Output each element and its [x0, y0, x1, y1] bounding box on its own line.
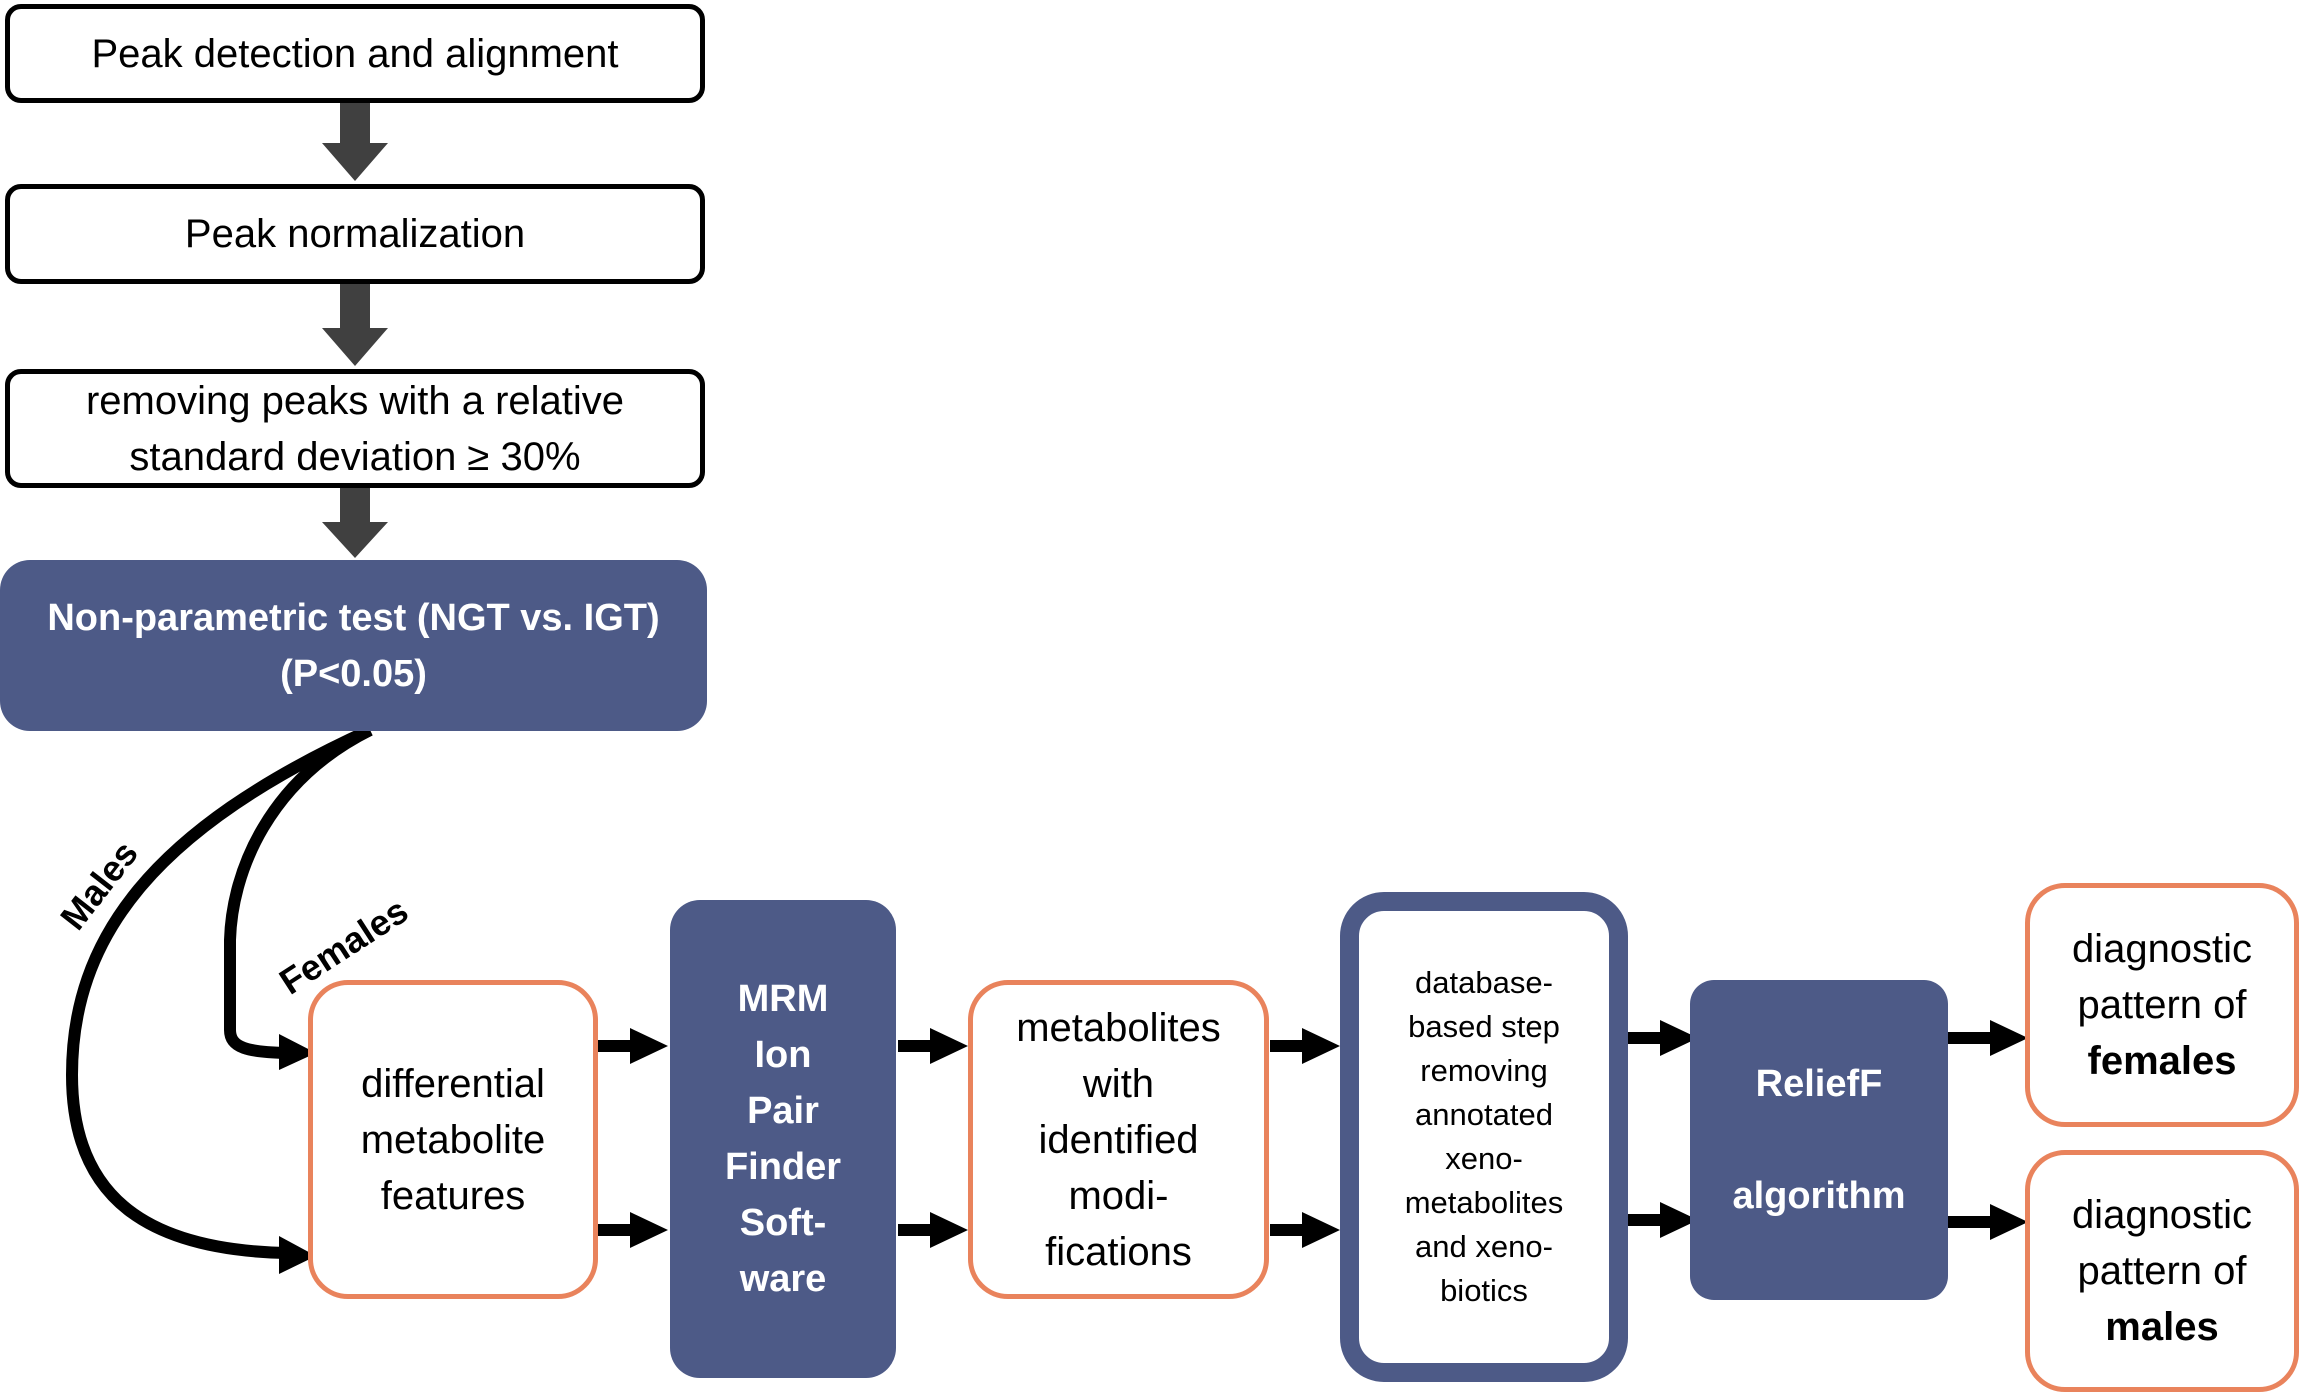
mrm-finder-box: MRM Ion Pair Finder Soft- ware — [670, 900, 896, 1378]
males-curve — [65, 724, 373, 1259]
peak-normalization-label: Peak normalization — [184, 212, 526, 256]
males-pattern-line-1: diagnostic — [2071, 1193, 2253, 1237]
identified-modifications-line-1: metabolites — [1016, 1005, 1221, 1050]
database-step-line-1: database- — [1415, 965, 1553, 1000]
mrm-finder-line-5: Soft- — [739, 1202, 827, 1244]
database-step-line-4: annotated — [1415, 1097, 1553, 1132]
down-arrow-3 — [322, 488, 388, 558]
females-pattern-line-2: pattern of — [2077, 983, 2247, 1027]
mrm-finder-line-6: ware — [739, 1258, 827, 1300]
right-arrow-3b — [1270, 1212, 1340, 1248]
identified-modifications-box: metabolites with identified modi- ficati… — [968, 980, 1269, 1299]
differential-features-box: differential metabolite features — [308, 980, 598, 1299]
right-arrow-2b — [898, 1212, 968, 1248]
differential-features-line-3: features — [380, 1173, 526, 1218]
right-arrow-1b — [598, 1212, 668, 1248]
database-step-line-2: based step — [1408, 1009, 1560, 1044]
peak-normalization-box: Peak normalization — [5, 184, 705, 284]
mrm-finder-line-3: Pair — [747, 1090, 819, 1132]
males-pattern-group: males — [2105, 1305, 2219, 1349]
right-arrow-4b — [1628, 1202, 1698, 1238]
nonparametric-test-line-1: Non-parametric test (NGT vs. IGT) — [47, 596, 660, 639]
rsd-filter-line-2: standard deviation ≥ 30% — [129, 434, 581, 479]
down-arrow-1 — [322, 103, 388, 181]
rsd-filter-line-1: removing peaks with a relative — [85, 378, 625, 423]
right-arrow-3a — [1270, 1028, 1340, 1064]
identified-modifications-line-4: modi- — [1068, 1173, 1169, 1218]
mrm-finder-line-1: MRM — [737, 978, 829, 1020]
males-pattern-line-2: pattern of — [2077, 1249, 2247, 1293]
females-pattern-line-1: diagnostic — [2071, 927, 2253, 971]
database-step-line-7: and xeno- — [1415, 1229, 1553, 1264]
database-step-line-5: xeno- — [1445, 1141, 1523, 1176]
identified-modifications-line-5: fications — [1045, 1229, 1192, 1274]
relieff-box: ReliefF algorithm — [1690, 980, 1948, 1300]
females-arrowhead — [279, 1034, 316, 1070]
database-step-line-6: metabolites — [1404, 1185, 1564, 1220]
mrm-finder-line-2: Ion — [754, 1034, 812, 1076]
relieff-line-2: algorithm — [1732, 1175, 1906, 1217]
males-arrowhead — [279, 1236, 316, 1274]
rsd-filter-box: removing peaks with a relative standard … — [5, 369, 705, 488]
females-pattern-group: females — [2087, 1039, 2237, 1083]
database-step-line-8: biotics — [1440, 1273, 1528, 1308]
right-arrow-2a — [898, 1028, 968, 1064]
right-arrow-4a — [1628, 1020, 1698, 1056]
females-pattern-box: diagnostic pattern of females — [2025, 883, 2299, 1127]
identified-modifications-line-3: identified — [1038, 1117, 1199, 1162]
identified-modifications-line-2: with — [1082, 1061, 1155, 1106]
relieff-line-1: ReliefF — [1755, 1063, 1883, 1105]
peak-detection-label: Peak detection and alignment — [91, 31, 619, 76]
nonparametric-test-line-2: (P<0.05) — [280, 652, 427, 695]
down-arrow-2 — [322, 284, 388, 366]
database-step-box: database- based step removing annotated … — [1340, 892, 1628, 1382]
males-pattern-box: diagnostic pattern of males — [2025, 1150, 2299, 1392]
females-curve — [224, 724, 373, 1059]
right-arrow-1a — [598, 1028, 668, 1064]
nonparametric-test-box: Non-parametric test (NGT vs. IGT) (P<0.0… — [0, 560, 707, 731]
right-arrow-5a — [1948, 1020, 2028, 1056]
right-arrow-5b — [1948, 1204, 2028, 1240]
database-step-line-3: removing — [1420, 1053, 1548, 1088]
differential-features-line-1: differential — [361, 1061, 545, 1106]
peak-detection-box: Peak detection and alignment — [5, 4, 705, 103]
mrm-finder-line-4: Finder — [724, 1146, 842, 1188]
differential-features-line-2: metabolite — [360, 1117, 546, 1162]
